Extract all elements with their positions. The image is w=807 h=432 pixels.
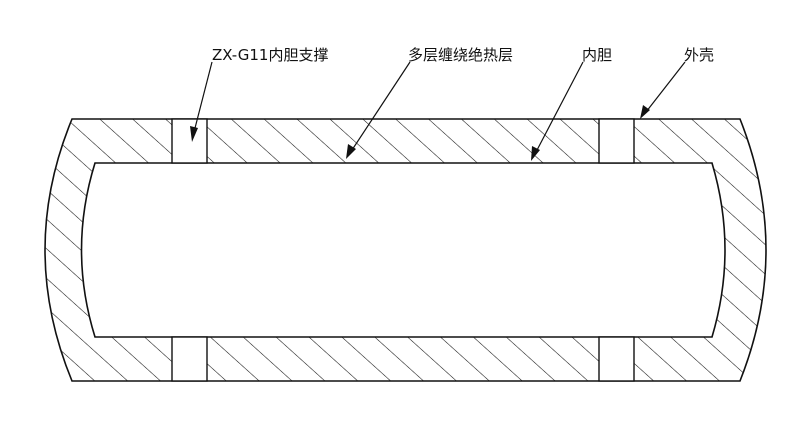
support-bottom-left: [171, 336, 208, 382]
arrowhead-support: [190, 126, 198, 142]
insulation-wall: [45, 119, 766, 381]
label-outer-shell: 外壳: [684, 46, 714, 64]
inner-tank-outline: [80, 162, 726, 338]
leader-support: [193, 61, 213, 133]
support-top-left: [171, 118, 208, 164]
label-inner-tank: 内胆: [582, 46, 612, 64]
label-support: ZX-G11内胆支撑: [212, 46, 328, 64]
leader-outer-shell: [645, 61, 686, 113]
arrowhead-inner-tank: [531, 146, 540, 161]
support-blocks: [171, 118, 635, 382]
outer-shell-outline: [44, 118, 767, 382]
support-bottom-right: [598, 336, 635, 382]
leader-insulation: [351, 61, 411, 151]
arrowhead-insulation: [346, 144, 356, 159]
leader-inner-tank: [535, 61, 584, 153]
leader-lines: [190, 61, 686, 161]
arrowhead-outer-shell: [640, 105, 650, 119]
support-top-right: [598, 118, 635, 164]
label-insulation: 多层缠绕绝热层: [408, 46, 513, 64]
